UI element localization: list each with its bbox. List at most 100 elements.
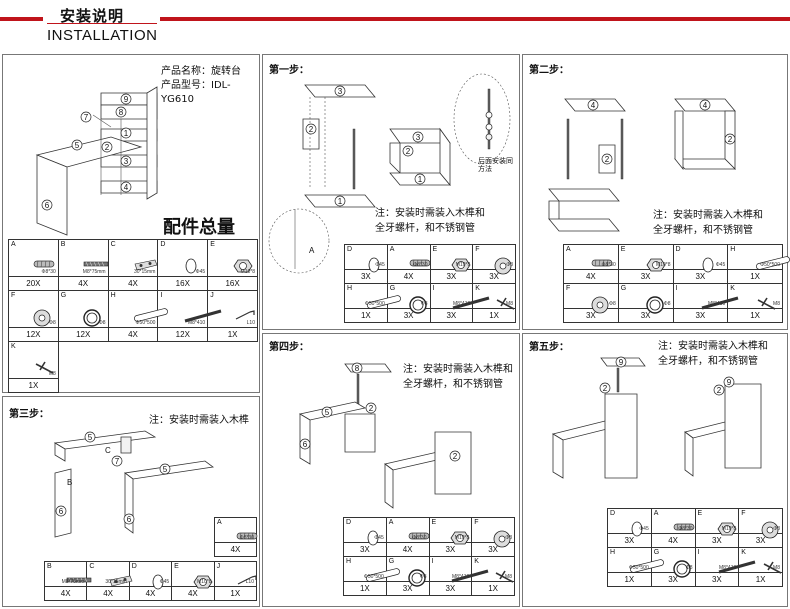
part-f-cell: F Φ8	[738, 508, 783, 539]
callout: 3	[338, 87, 343, 96]
part-letter: C	[89, 563, 95, 570]
step3-callouts: 5 7 6 5 6 B C	[55, 431, 171, 525]
step4-drawing: 8 2 5 6 2	[298, 362, 472, 509]
part-quantity: 1X	[488, 584, 499, 593]
note-line: 注：安装时需装入木榫和	[653, 210, 763, 221]
callout: 4	[591, 101, 596, 110]
step4-callouts: 8 2 5 6 2	[299, 362, 461, 462]
callout: 5	[75, 141, 80, 150]
part-letter: D	[160, 241, 166, 248]
step1-callouts: 3 2 1 2 3 1 A	[305, 85, 426, 255]
part-spec: M8	[773, 301, 780, 307]
part-quantity: 3X	[640, 311, 651, 320]
part-spec: Φ50*500	[363, 574, 384, 580]
part-letter: I	[432, 285, 435, 292]
callout: 1	[124, 129, 129, 138]
step4-label: 第四步：	[269, 342, 309, 353]
callout: 9	[124, 95, 129, 104]
part-quantity: 3X	[711, 575, 722, 584]
part-spec: M8*410	[452, 574, 470, 580]
callout: 2	[369, 404, 374, 413]
part-spec: Φ8	[773, 526, 780, 532]
part-letter: F	[11, 292, 16, 299]
part-letter: F	[741, 510, 746, 517]
callout: 2	[105, 143, 110, 152]
callout: 8	[355, 364, 360, 373]
step1-note: 注：安装时需装入木榫和 全牙螺杆，和不锈钢管	[375, 206, 485, 236]
step1-drawing: 3 2 1 2 3 1 A	[268, 73, 511, 274]
part-quantity: 1X	[750, 311, 761, 320]
part-quantity: 1X	[230, 589, 241, 598]
part-quantity: 20X	[26, 279, 41, 288]
part-quantity: 12X	[76, 330, 91, 339]
part-quantity: 3X	[711, 536, 722, 545]
part-spec: M8	[506, 301, 513, 307]
product-name: 产品名称：旋转台	[161, 66, 241, 77]
callout: 6	[45, 201, 50, 210]
part-letter: G	[389, 285, 396, 292]
part-quantity: 3X	[488, 545, 499, 554]
part-spec: Φ8	[663, 301, 671, 307]
part-spec: L10	[245, 579, 254, 585]
part-letter: D	[610, 510, 616, 517]
part-spec: Φ50*500	[364, 301, 385, 307]
callout: 3	[416, 133, 421, 142]
part-quantity: 3X	[489, 272, 500, 281]
part-quantity: 1X	[755, 575, 766, 584]
part-letter: E	[431, 519, 437, 526]
overview-callouts: 9 8 7 5 1 2 3 4 6	[41, 93, 132, 211]
part-spec: Φ8	[419, 574, 427, 580]
part-spec: M8	[505, 574, 512, 580]
part-letter: B	[47, 563, 52, 570]
part-spec: Φ50*500	[135, 320, 156, 326]
callout: 6	[303, 440, 308, 449]
assembled-desk-drawing: 9 8 7 5 1 2 3 4 6	[35, 86, 158, 236]
part-letter: H	[346, 558, 352, 565]
part-quantity: 4X	[585, 272, 596, 281]
part-spec: Φ8	[608, 301, 616, 307]
callout: 2	[605, 155, 610, 164]
callout-line: 方法	[478, 165, 492, 173]
part-quantity: 4X	[402, 545, 413, 554]
part-quantity: 1X	[227, 330, 238, 339]
part-spec: Φ45	[715, 262, 726, 268]
part-quantity: 3X	[403, 311, 414, 320]
part-quantity: 4X	[145, 589, 156, 598]
part-letter: F	[566, 285, 571, 292]
callout: 5	[88, 433, 93, 442]
part-quantity: 4X	[60, 589, 71, 598]
part-spec: Φ8*30	[601, 262, 616, 268]
part-spec: M10*8	[454, 535, 470, 541]
callout: 9	[727, 378, 732, 387]
callout: B	[67, 478, 72, 487]
part-quantity: 12X	[175, 330, 190, 339]
part-quantity: 4X	[103, 589, 113, 598]
part-letter: K	[475, 285, 480, 292]
part-spec: M10*8	[197, 579, 212, 585]
callout: 2	[453, 452, 458, 461]
step2-callouts: 4 2 4 2	[587, 99, 736, 165]
part-spec: Φ8*30	[413, 262, 428, 268]
part-spec: M8	[48, 371, 56, 377]
callout: 7	[115, 457, 120, 466]
header-red-bar-left	[0, 17, 43, 21]
part-spec: Φ8	[505, 535, 512, 541]
